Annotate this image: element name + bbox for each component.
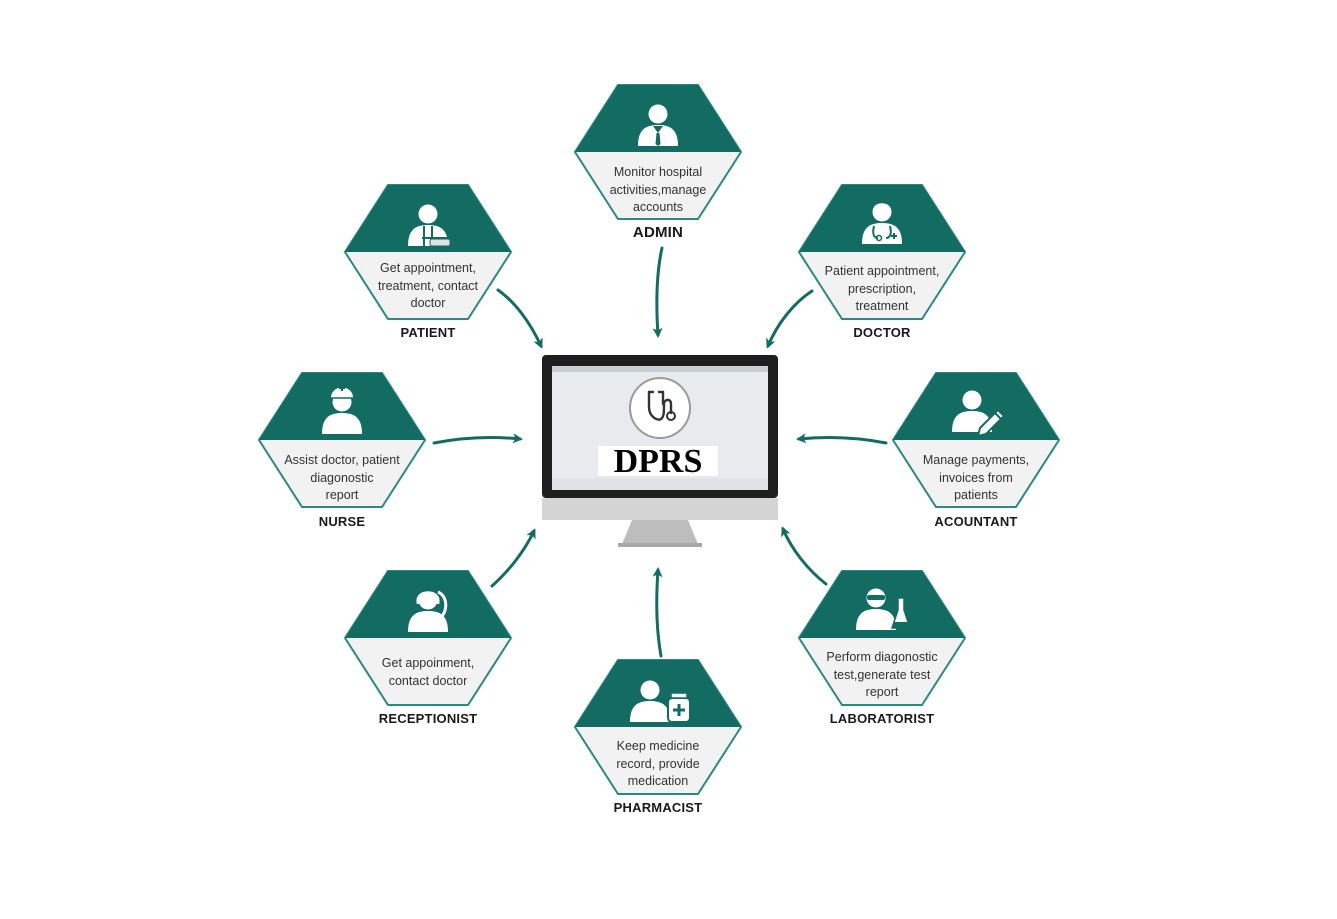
arrows	[432, 246, 888, 658]
role-label-acountant: ACOUNTANT	[934, 514, 1018, 529]
laboratorist-flask-icon	[856, 588, 912, 630]
description-line: doctor	[410, 296, 446, 310]
description-line: treatment	[855, 299, 909, 313]
role-label-nurse: NURSE	[318, 514, 366, 529]
arrow-nurse	[432, 433, 523, 445]
description-line: diagonostic	[310, 470, 374, 485]
description-line: Perform diagonostic	[826, 650, 938, 664]
description-pharmacist: Keep medicine record, provide medication	[588, 738, 728, 791]
role-label-doctor: DOCTOR	[853, 325, 911, 340]
nurse-icon	[322, 385, 362, 434]
admin-icon	[638, 104, 678, 146]
doctor-icon	[862, 200, 902, 244]
role-label-pharmacist: PHARMACIST	[613, 800, 703, 815]
description-line: patients	[954, 488, 998, 502]
description-line: activities,manage	[609, 182, 707, 197]
description-line: record, provide	[616, 756, 700, 771]
arrow-doctor	[766, 289, 814, 349]
description-line: Patient appointment,	[824, 264, 940, 278]
description-line: medication	[627, 774, 689, 788]
description-line: Get appointment,	[380, 261, 476, 275]
arrow-patient	[496, 288, 543, 349]
description-laboratorist: Perform diagonostic test,generate test rep…	[812, 649, 952, 702]
description-line: accounts	[632, 200, 684, 214]
arrow-receptionist	[490, 528, 536, 588]
description-line: Assist doctor, patient	[284, 453, 400, 467]
description-line: invoices from	[939, 470, 1013, 485]
description-patient: Get appointment, treatment, contact doctor	[358, 260, 498, 313]
hexagon-nurse	[257, 372, 427, 508]
arrow-admin	[652, 246, 664, 338]
monitor	[542, 355, 778, 547]
description-line: Manage payments,	[922, 453, 1030, 467]
role-label-laboratorist: LABORATORIST	[829, 711, 935, 726]
description-line: report	[325, 488, 359, 502]
description-line: Monitor hospital	[613, 165, 703, 179]
role-label-patient: PATIENT	[400, 325, 456, 340]
description-receptionist: Get appoinment, contact doctor	[358, 655, 498, 690]
pharmacist-medicine-icon	[630, 680, 691, 723]
description-line: test,generate test	[833, 667, 931, 682]
description-doctor: Patient appointment, prescription, treatme…	[812, 263, 952, 316]
arrow-acountant	[796, 433, 888, 445]
description-line: Get appoinment,	[381, 656, 475, 670]
description-line: report	[865, 685, 899, 699]
system-title: DPRS	[598, 445, 718, 479]
description-line: treatment, contact	[377, 278, 479, 293]
role-label-receptionist: RECEPTIONIST	[378, 711, 478, 726]
stethoscope-icon	[629, 377, 691, 439]
patient-icon	[408, 204, 451, 247]
receptionist-phone-icon	[408, 589, 448, 632]
accountant-pen-icon	[952, 390, 1006, 438]
description-admin: Monitor hospital activities,manage account…	[588, 164, 728, 217]
description-nurse: Assist doctor, patient diagonostic report	[272, 452, 412, 505]
description-acountant: Manage payments, invoices from patients	[906, 452, 1046, 505]
role-label-admin: ADMIN	[632, 224, 684, 241]
arrow-pharmacist	[652, 567, 663, 658]
description-line: Keep medicine	[616, 739, 700, 753]
description-line: contact doctor	[388, 673, 468, 688]
description-line: prescription,	[847, 281, 917, 296]
arrow-laboratorist	[781, 526, 828, 586]
